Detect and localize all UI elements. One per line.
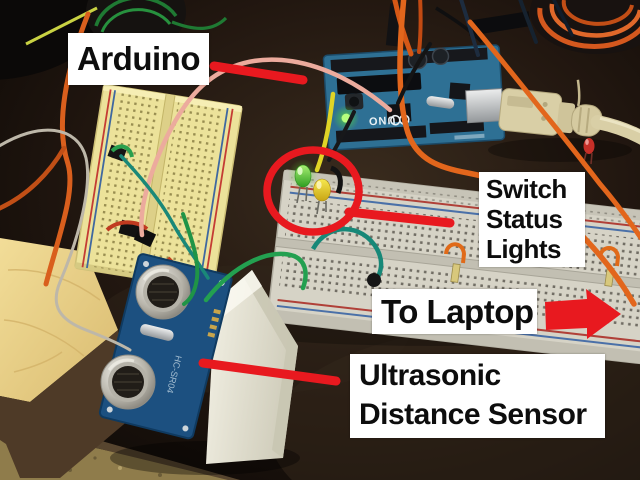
crystal-oscillator [426, 96, 455, 109]
wire-navy-1 [459, 0, 480, 57]
to-laptop-arrow-icon [545, 289, 621, 339]
transistor [367, 273, 381, 287]
switch-status-lights-label: Switch Status Lights [479, 172, 585, 267]
yellow-green-wire [25, 6, 98, 46]
usb-port [465, 88, 505, 124]
wire-green-to-sensor [181, 212, 200, 306]
wire-orange-top-2 [417, 0, 423, 54]
ultrasonic-label-line1: Ultrasonic [359, 359, 501, 392]
cable-shadow [488, 138, 632, 162]
arduino-label-text: Arduino [77, 40, 200, 77]
usb-chip [449, 82, 471, 100]
wood-block [0, 238, 136, 478]
status-leds [288, 159, 343, 215]
wire-salmon [139, 57, 393, 238]
resistor-1 [450, 263, 461, 283]
orange-wire-coil [530, 0, 640, 54]
usb-cable [498, 79, 640, 147]
green-status-led [294, 164, 312, 188]
ultrasonic-label-line2: Distance Sensor [359, 398, 587, 431]
arduino-label: Arduino [68, 33, 209, 85]
wire-orange-left-2 [0, 145, 67, 211]
yellow-status-led [313, 178, 331, 202]
transducer-bottom [99, 353, 157, 411]
sensor-pointer-line [198, 358, 341, 386]
wire-green-sensor-to-bb [203, 251, 308, 303]
wire-navy-3 [552, 0, 574, 37]
black-led-wire [329, 165, 343, 194]
wire-yellow [314, 91, 336, 173]
arduino-board: UNO [322, 44, 506, 151]
orange-hook-jumper-1 [444, 242, 467, 264]
red-led [582, 138, 595, 167]
sensor-crystal [140, 324, 174, 341]
ultrasonic-sensor-label: Ultrasonic Distance Sensor [350, 354, 605, 438]
arduino-pointer-line [209, 61, 308, 85]
wire-navy-2 [518, 0, 538, 44]
uno-marking: UNO [367, 113, 395, 127]
switch-label-line3: Lights [486, 234, 562, 264]
wire-black-isp [396, 42, 432, 105]
wire-orange-diagonal [467, 19, 640, 241]
transducer-top [134, 263, 192, 321]
status-lights-pointer-line [344, 207, 455, 228]
wire-grey [0, 128, 132, 352]
switch-label-line2: Status [486, 204, 563, 234]
red-annotations [198, 61, 621, 386]
to-laptop-label-text: To Laptop [381, 293, 534, 330]
jumper-wires [0, 0, 640, 352]
capacitor-2 [431, 47, 450, 66]
stray-wire [576, 79, 581, 107]
switch-label-line1: Switch [486, 174, 567, 204]
wire-orange-main [397, 0, 637, 307]
to-laptop-label: To Laptop [372, 289, 537, 334]
status-lights-circle [263, 146, 363, 236]
